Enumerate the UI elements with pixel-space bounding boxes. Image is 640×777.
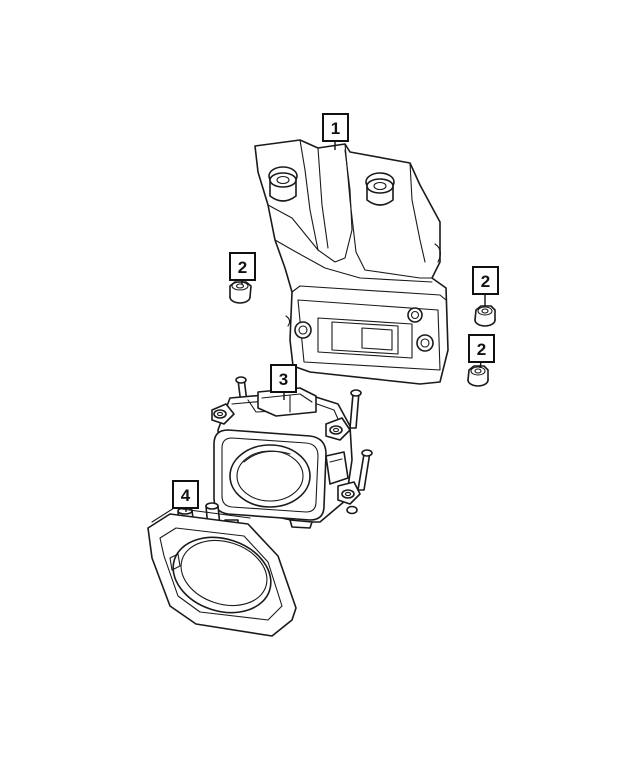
module-bolt-right — [357, 449, 373, 491]
sensor-module-part — [211, 376, 373, 529]
callout-2-upper-right: 2 — [472, 266, 499, 306]
callout-2-lower-right: 2 — [468, 334, 495, 369]
module-ear-lower-right — [337, 481, 361, 515]
callout-2-upper-right-label: 2 — [481, 272, 490, 291]
bracket-part — [254, 139, 449, 385]
bracket-stud-left — [268, 166, 298, 202]
callout-3-label: 3 — [279, 370, 288, 389]
module-ear-left — [211, 403, 235, 425]
callout-1: 1 — [322, 113, 349, 150]
callout-2-left-label: 2 — [238, 258, 247, 277]
bezel-opening — [172, 536, 272, 614]
callout-4: 4 — [172, 480, 199, 512]
module-bolt-top-right — [349, 389, 362, 429]
bracket-stud-right — [365, 172, 395, 206]
callout-2-left: 2 — [229, 252, 256, 284]
nut-left — [229, 281, 252, 304]
callout-4-label: 4 — [181, 486, 191, 505]
bezel-part — [147, 502, 297, 637]
nut-lower-right — [467, 365, 489, 387]
nut-upper-right — [474, 305, 496, 327]
callout-1-label: 1 — [331, 119, 340, 138]
module-lens — [229, 444, 311, 508]
callout-2-lower-right-label: 2 — [477, 340, 486, 359]
callout-3: 3 — [270, 364, 297, 400]
module-ear-right — [325, 417, 351, 441]
